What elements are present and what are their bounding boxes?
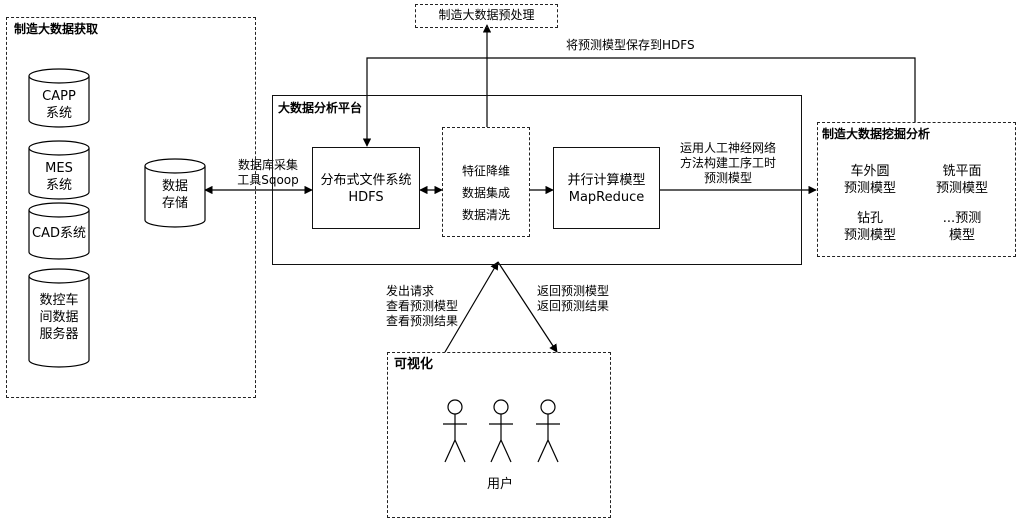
preprocess-steps-box <box>442 127 530 237</box>
preprocess-box <box>415 4 558 28</box>
visual-panel <box>387 352 611 518</box>
acquisition-panel <box>6 17 256 398</box>
source-cad: CAD系统 <box>32 226 86 241</box>
mapreduce-label: 并行计算模型 MapReduce <box>567 173 646 205</box>
hdfs-label: 分布式文件系统 HDFS <box>320 173 412 205</box>
mining-title: 制造大数据挖掘分析 <box>822 127 931 141</box>
model-turning: 车外圆 预测模型 <box>843 164 896 196</box>
source-mes: MES 系统 <box>45 161 73 193</box>
save-model-label: 将预测模型保存到HDFS <box>566 38 695 52</box>
sqoop-label: 数据库采集 工具Sqoop <box>237 158 299 187</box>
source-capp: CAPP 系统 <box>42 89 76 121</box>
user-icon <box>536 399 560 463</box>
platform-title: 大数据分析平台 <box>278 101 363 115</box>
user-icon <box>443 399 467 463</box>
model-drilling: 钻孔 预测模型 <box>843 211 896 243</box>
acquisition-title: 制造大数据获取 <box>14 22 99 36</box>
hdfs-box <box>312 147 420 229</box>
mining-panel <box>817 122 1016 257</box>
user-label: 用户 <box>486 477 513 492</box>
cad-db-icon <box>28 202 90 260</box>
model-milling: 铣平面 预测模型 <box>935 164 988 196</box>
source-server: 数控车 间数据 服务器 <box>39 293 79 342</box>
storage-db-icon <box>144 158 206 228</box>
return-label: 返回预测模型 返回预测结果 <box>537 284 610 313</box>
mes-db-icon <box>28 140 90 200</box>
platform-panel <box>272 95 802 265</box>
capp-db-icon <box>28 68 90 128</box>
preprocess-title: 制造大数据预处理 <box>438 8 535 22</box>
return-arrow <box>497 261 558 353</box>
mapreduce-box <box>553 147 660 229</box>
save-model-arrow <box>362 57 916 147</box>
storage-label: 数据 存储 <box>161 179 188 211</box>
model-other: ...预测 模型 <box>942 211 982 243</box>
server-db-icon <box>28 268 90 368</box>
ann-label: 运用人工神经网络 方法构建工序工时 预测模型 <box>679 141 776 185</box>
preprocess-steps: 特征降维 数据集成 数据清洗 <box>461 164 510 222</box>
request-label: 发出请求 查看预测模型 查看预测结果 <box>386 284 459 328</box>
user-icon <box>489 399 513 463</box>
visual-title: 可视化 <box>394 357 434 372</box>
request-arrow <box>444 261 499 353</box>
